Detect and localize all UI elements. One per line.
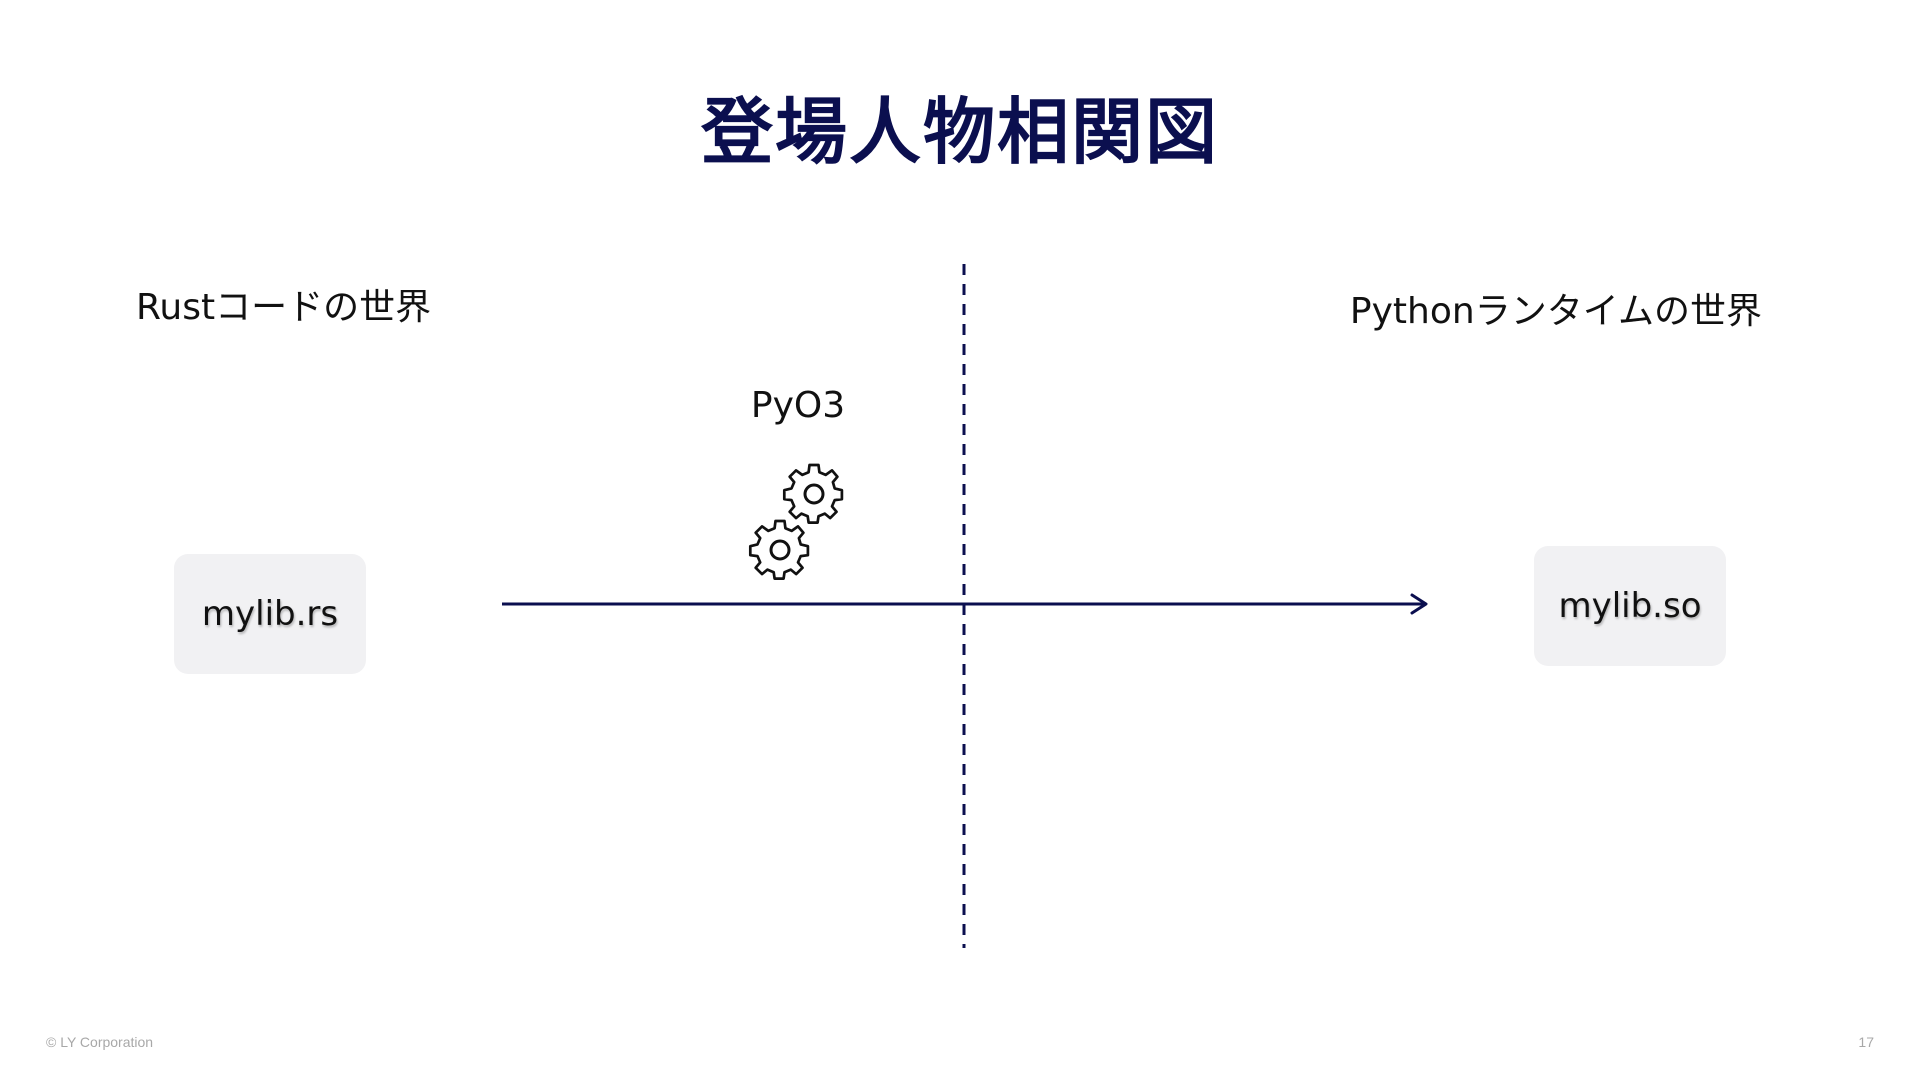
gears-icon bbox=[748, 463, 844, 580]
pyo3-label: PyO3 bbox=[750, 385, 846, 426]
python-world-label: Pythonランタイムの世界 bbox=[1349, 291, 1762, 332]
gear-upper bbox=[782, 463, 844, 524]
source-file-box: mylib.rs bbox=[174, 554, 366, 674]
rust-world-label: Rustコードの世界 bbox=[136, 287, 432, 328]
output-file-box: mylib.so bbox=[1534, 546, 1726, 666]
source-file-label: mylib.rs bbox=[201, 594, 339, 634]
copyright-notice: © LY Corporation bbox=[46, 1034, 154, 1050]
build-arrow-head bbox=[1410, 593, 1428, 615]
page-number: 17 bbox=[1858, 1034, 1874, 1050]
output-file-label: mylib.so bbox=[1558, 586, 1702, 626]
gear-lower bbox=[748, 519, 810, 580]
slide-title: 登場人物相関図 bbox=[700, 90, 1219, 174]
